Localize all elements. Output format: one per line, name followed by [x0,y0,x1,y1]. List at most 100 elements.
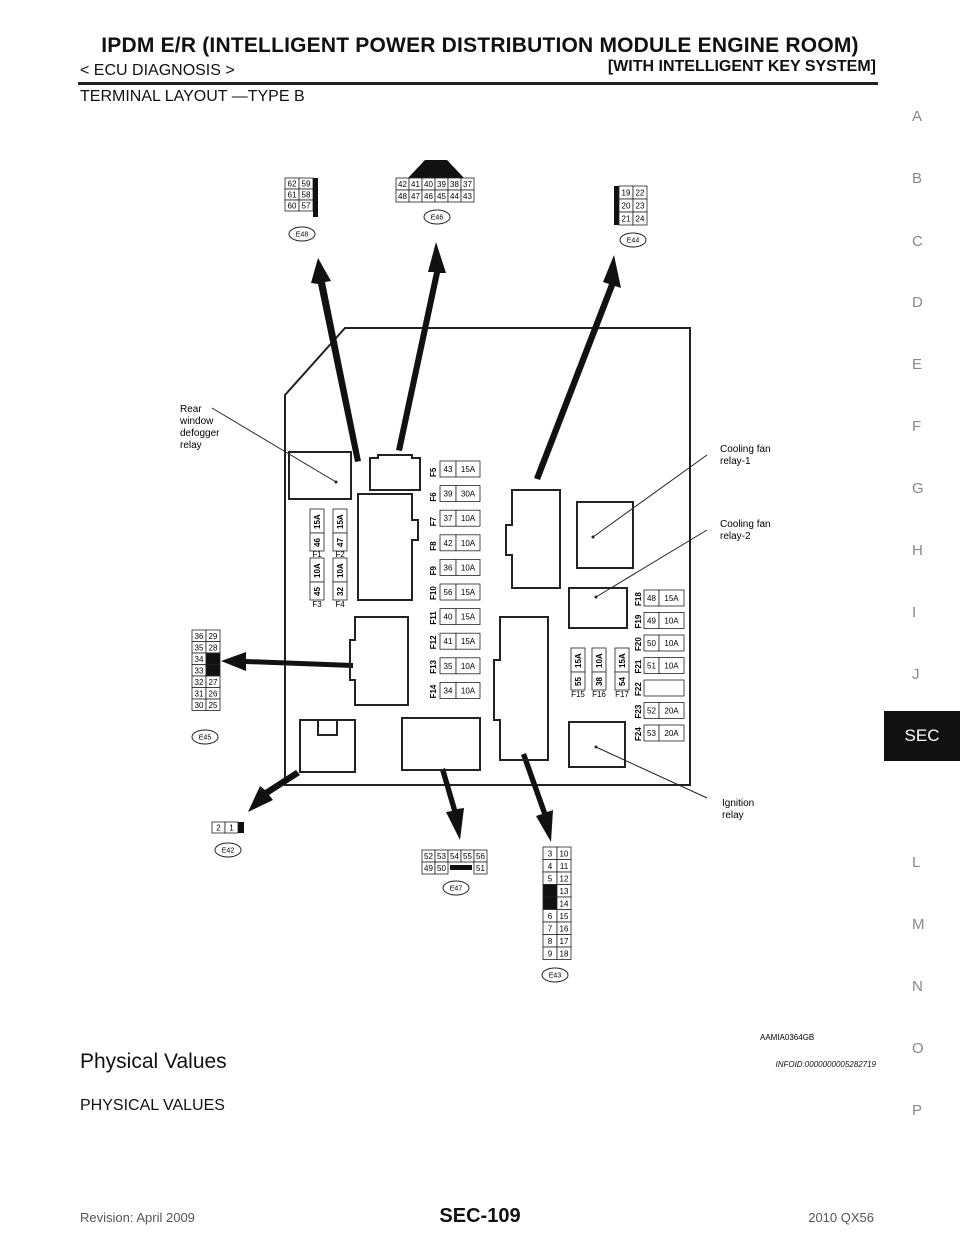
right-fuse-num-pin: 50 [647,639,656,648]
arrow-e45 [221,652,353,671]
vfuse-num-cell [591,671,607,691]
variant-label: [WITH INTELLIGENT KEY SYSTEM] [607,58,876,75]
fuse-id-label: F13 [429,659,438,673]
right-fuse-num-pin: 53 [647,729,656,738]
index-letter[interactable]: D [912,294,923,311]
e44-pin: 19 [622,189,631,198]
vfuse-num: 55 [574,677,583,686]
center-fuse-amp-pin: 10A [461,662,476,671]
index-letter[interactable]: B [912,170,923,187]
footer-model: 2010 QX56 [808,1210,874,1225]
e47-pin: 54 [450,852,459,861]
vfuse-num-cell [614,671,630,691]
empty-fuse-slot [643,679,685,697]
e45-pin: 26 [209,689,218,698]
e45-pin: 30 [195,701,204,710]
e46-pin: 41 [411,180,420,189]
e43-pin: 17 [560,937,569,946]
active-section-tab[interactable]: SEC [884,711,960,761]
e43-cell [542,896,558,910]
fuse-id-label: F10 [429,586,438,600]
e44-pin: 24 [636,215,645,224]
fuse-id-label: F18 [634,592,643,606]
housing-e44-socket [505,489,561,589]
center-fuse-num-pin: 34 [444,686,453,695]
rear-defogger-relay [288,451,352,500]
housing-e47-socket [401,717,481,771]
e45-pin: 32 [195,678,204,687]
terminal-layout-diagram: Rear window defogger relay Cooling fan r… [179,160,814,1040]
fuse-id-label: F6 [429,492,438,502]
index-letter[interactable]: A [912,108,923,125]
index-letter[interactable]: L [912,854,921,871]
e43-pin: 6 [548,912,553,921]
right-fuse-num-pin: 52 [647,707,656,716]
right-fuse-amp-cell [658,724,685,742]
e48-pin: 62 [288,180,297,189]
e46-pin: 38 [450,180,459,189]
connector-id-label: E44 [627,238,640,245]
e45-cell [205,698,221,711]
fuse-id-label: F7 [429,516,438,526]
e43-pin: 12 [560,874,569,883]
e48-pin: 57 [302,202,311,211]
e47-pin: 49 [424,864,433,873]
e45-pin: 34 [195,655,204,664]
center-fuse-num-pin: 39 [444,490,453,499]
housing-e43-socket [493,616,549,761]
fuse-id-label: F21 [634,659,643,673]
leader-cooling-fan-1 [592,454,708,538]
fuse-id-label: F11 [429,611,438,625]
connector-id-badge [288,226,316,242]
index-letter[interactable]: E [912,356,923,373]
center-fuse-amp-cell [455,682,481,699]
vfuse-amp: 10A [595,653,604,668]
index-letter[interactable]: H [912,542,923,559]
right-fuse-amp-cell [658,702,685,719]
relay-dot [594,745,598,749]
right-fuse-amp-pin: 10A [664,662,679,671]
center-fuse-amp-cell [455,559,481,576]
cooling-fan-relay-2 [568,587,628,629]
e43-pin: 18 [560,949,569,958]
connector-id-label: E45 [199,735,212,742]
e43-pin: 15 [560,912,569,921]
housing-e42-socket [299,719,356,773]
vfuse-num: 54 [618,677,627,686]
center-fuse-num-pin: 37 [444,514,453,523]
center-fuse-amp-pin: 10A [461,686,476,695]
right-fuse-amp-cell [658,589,685,607]
center-fuse-amp-cell [455,632,481,650]
label-cooling-fan-1: Cooling fan relay-1 [720,444,773,467]
index-letter[interactable]: P [912,1102,923,1119]
e42-lock-tab [238,822,244,833]
e44-pin: 22 [636,189,645,198]
center-fuse-num-pin: 43 [444,465,453,474]
e45-pin: 29 [209,632,218,641]
e42-pin: 1 [229,824,234,833]
center-fuse-amp-pin: 10A [461,539,476,548]
index-letter[interactable]: M [912,916,925,933]
index-letter[interactable]: F [912,418,922,435]
index-letter[interactable]: I [912,604,917,621]
physical-values-subheading: PHYSICAL VALUES [80,1097,225,1114]
leader-rear-defogger [211,407,337,483]
e47-pin: 53 [437,852,446,861]
index-letter[interactable]: N [912,978,923,995]
index-letter[interactable]: J [912,666,920,683]
e47-pin: 55 [463,852,472,861]
index-letter[interactable]: C [912,233,923,250]
e44-pin: 23 [636,202,645,211]
center-fuse-amp-cell [455,608,481,625]
connector-id-badge [191,729,219,745]
vfuse-num-cell [570,671,586,691]
e46-key [408,160,464,178]
arrow-e47 [440,768,464,840]
right-fuse-num-pin: 49 [647,617,656,626]
center-fuse-amp-cell [455,534,481,552]
index-letter[interactable]: O [912,1040,924,1057]
index-letter[interactable]: G [912,480,924,497]
connector-id-badge [619,232,647,248]
label-ignition: Ignition relay [722,798,757,821]
fuse-id-label: F5 [429,467,438,477]
